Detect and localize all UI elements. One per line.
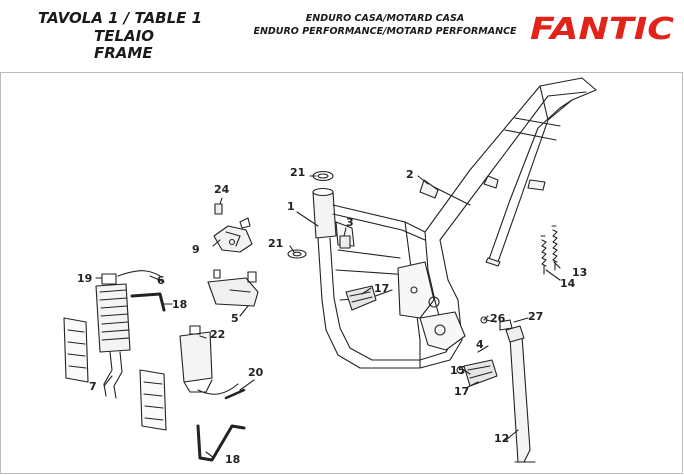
pipe-20 xyxy=(224,388,246,400)
diagram-frame xyxy=(0,72,683,474)
callout-4: 4 xyxy=(476,338,484,351)
callout-9: 9 xyxy=(192,243,200,256)
header: TAVOLA 1 / TABLE 1 TELAIO FRAME ENDURO C… xyxy=(0,0,684,72)
fantic-logo: FANTIC xyxy=(530,12,674,44)
callout-20: 20 xyxy=(248,366,264,379)
radiator-guard-right xyxy=(139,369,167,431)
bolt-27 xyxy=(499,319,513,331)
side-stand xyxy=(505,325,536,463)
callout-3: 3 xyxy=(346,216,354,229)
model-line-1: ENDURO CASA/MOTARD CASA xyxy=(305,13,465,24)
model-list: ENDURO CASA/MOTARD CASA ENDURO PERFORMAN… xyxy=(250,12,520,38)
section-title-it: TELAIO xyxy=(94,26,154,45)
callout-18-lower: 18 xyxy=(225,453,240,466)
callout-6: 6 xyxy=(157,274,165,287)
callout-17-lower: 17 xyxy=(454,385,469,398)
callout-22: 22 xyxy=(210,328,225,341)
model-line-2: ENDURO PERFORMANCE/MOTARD PERFORMANCE xyxy=(253,26,517,37)
expansion-tank xyxy=(179,325,213,393)
part-24 xyxy=(214,203,223,215)
callout-26: 26 xyxy=(490,312,506,325)
bracket-9 xyxy=(213,217,253,253)
title-block: TAVOLA 1 / TABLE 1 TELAIO FRAME xyxy=(38,9,203,63)
main-frame xyxy=(312,187,466,369)
hose-18-lower xyxy=(196,424,246,462)
callout-18-upper: 18 xyxy=(172,298,187,311)
callout-24: 24 xyxy=(214,183,230,196)
callout-14: 14 xyxy=(560,277,576,290)
spring-14 xyxy=(540,235,547,275)
section-title-en: FRAME xyxy=(94,44,153,62)
clip-part xyxy=(339,235,351,249)
radiator-left xyxy=(95,273,131,399)
callout-2: 2 xyxy=(406,168,414,181)
callout-21-top: 21 xyxy=(290,166,305,179)
footpeg-lower xyxy=(456,359,498,387)
callout-1: 1 xyxy=(287,200,295,213)
hose-6 xyxy=(117,270,161,277)
callout-21-bottom: 21 xyxy=(268,237,283,250)
spring-13 xyxy=(551,225,558,271)
callout-19: 19 xyxy=(77,272,92,285)
callout-13: 13 xyxy=(572,266,587,279)
callout-5: 5 xyxy=(231,312,239,325)
table-title: TAVOLA 1 / TABLE 1 xyxy=(38,9,203,27)
bearing-ring-bottom xyxy=(287,249,307,259)
callout-27: 27 xyxy=(528,310,543,323)
callout-15: 15 xyxy=(450,364,465,377)
overflow-pipe xyxy=(197,383,239,395)
callout-7: 7 xyxy=(89,380,97,393)
rear-subframe xyxy=(419,77,597,267)
callout-12: 12 xyxy=(494,432,509,445)
callout-17-upper: 17 xyxy=(374,282,389,295)
radiator-guard-left xyxy=(63,317,89,383)
fantic-logo-text: FANTIC xyxy=(530,12,674,44)
bolt-26 xyxy=(485,319,497,323)
hose-18-upper xyxy=(130,292,166,312)
bracket-5 xyxy=(207,269,259,307)
footpeg-upper xyxy=(345,285,377,311)
